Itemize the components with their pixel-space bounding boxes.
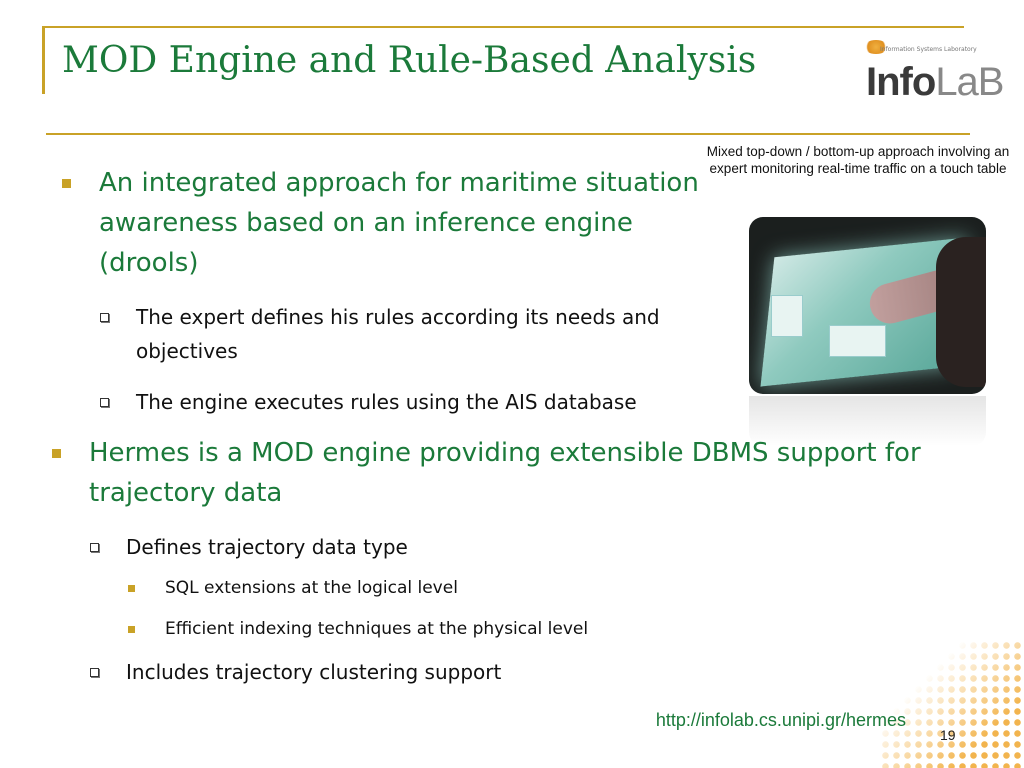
- logo-word-lab: LaB: [935, 60, 1004, 104]
- decorative-dot-pattern: [880, 640, 1024, 768]
- logo-wordmark: InfoLaB: [866, 60, 1004, 105]
- touch-table-photo: [749, 217, 986, 394]
- bullet-text: An integrated approach for maritime situ…: [99, 168, 699, 278]
- photo-caption: Mixed top-down / bottom-up approach invo…: [706, 144, 1010, 176]
- page-number: 19: [940, 727, 956, 743]
- bullet-l2: The engine executes rules using the AIS …: [100, 385, 720, 419]
- hollow-square-bullet-icon: [100, 398, 109, 407]
- square-bullet-icon: [128, 626, 135, 633]
- hollow-square-bullet-icon: [90, 668, 99, 677]
- bullet-text: Defines trajectory data type: [126, 535, 408, 559]
- infolab-logo: Information Systems Laboratory InfoLaB: [862, 38, 1004, 106]
- logo-tagline: Information Systems Laboratory: [880, 46, 977, 53]
- bullet-l3: SQL extensions at the logical level: [128, 574, 728, 602]
- bullet-l2: The expert defines his rules according i…: [100, 300, 710, 368]
- photo-ui-panel: [829, 325, 886, 357]
- photo-reflection: [749, 396, 986, 446]
- bullet-text: The expert defines his rules according i…: [136, 305, 660, 363]
- bullet-l3: Efficient indexing techniques at the phy…: [128, 615, 748, 643]
- logo-word-info: Info: [866, 60, 936, 104]
- bullet-l2: Includes trajectory clustering support: [90, 655, 690, 689]
- title-frame-left: [42, 26, 45, 94]
- photo-person: [936, 237, 986, 387]
- bullet-text: The engine executes rules using the AIS …: [136, 390, 637, 414]
- square-bullet-icon: [128, 585, 135, 592]
- title-frame-top: [42, 26, 964, 28]
- bullet-text: SQL extensions at the logical level: [165, 578, 458, 598]
- square-bullet-icon: [62, 179, 71, 188]
- bullet-l1: An integrated approach for maritime situ…: [62, 163, 712, 283]
- title-underline: [46, 133, 970, 135]
- hollow-square-bullet-icon: [100, 313, 109, 322]
- bullet-text: Hermes is a MOD engine providing extensi…: [89, 438, 921, 508]
- hollow-square-bullet-icon: [90, 543, 99, 552]
- footer-link[interactable]: http://infolab.cs.unipi.gr/hermes: [655, 710, 906, 730]
- photo-ui-panel: [771, 295, 803, 337]
- square-bullet-icon: [52, 449, 61, 458]
- slide-title: MOD Engine and Rule-Based Analysis: [62, 40, 757, 81]
- bullet-l1: Hermes is a MOD engine providing extensi…: [52, 433, 952, 513]
- bullet-l2: Defines trajectory data type: [90, 530, 690, 564]
- bullet-text: Includes trajectory clustering support: [126, 660, 502, 684]
- bullet-text: Efficient indexing techniques at the phy…: [165, 619, 589, 639]
- logo-dots-icon: [864, 40, 888, 54]
